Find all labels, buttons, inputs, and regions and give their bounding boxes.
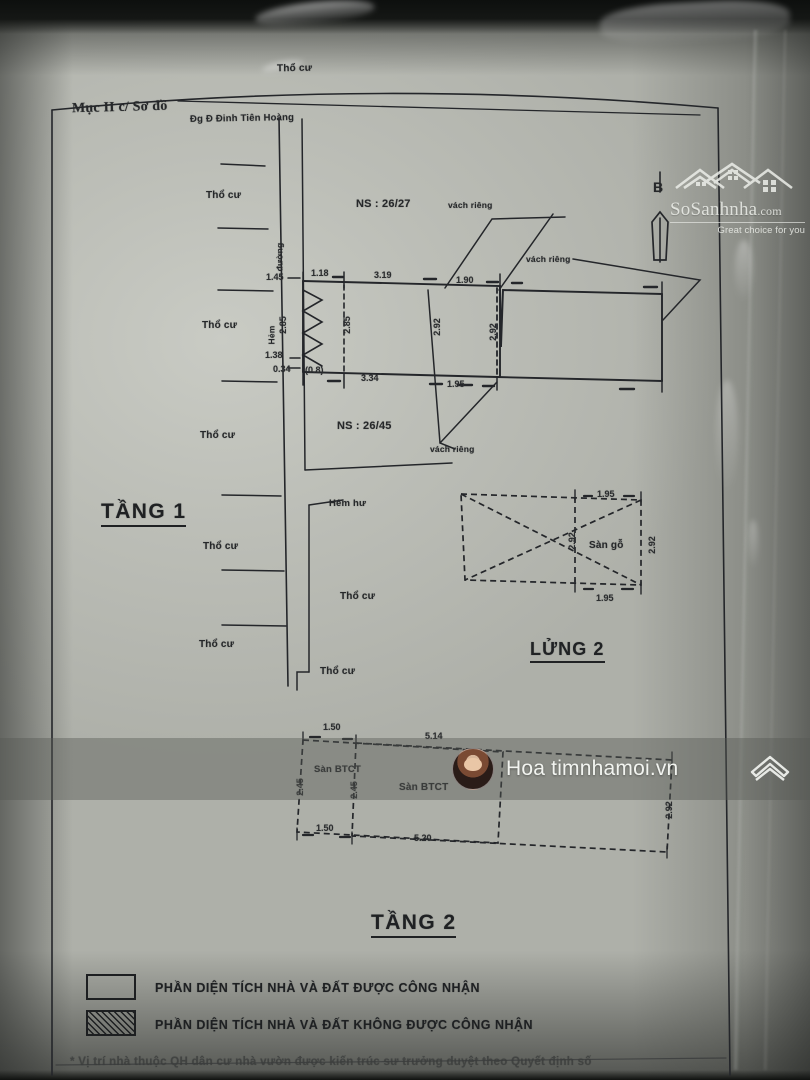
legend-swatch-recognized	[86, 974, 136, 1000]
legend-text-recognized: PHẦN DIỆN TÍCH NHÀ VÀ ĐẤT ĐƯỢC CÔNG NHẬN	[155, 981, 481, 995]
dim-mezz-right: 2.92	[646, 536, 657, 554]
land-label-3: Thổ cư	[200, 430, 236, 441]
dim-right-vertical: 2.92	[487, 323, 498, 341]
dim-mezz-bottom: 1.95	[596, 593, 614, 603]
dim-left-2: 2.85	[277, 316, 288, 334]
road-vertical-label: đường	[274, 242, 285, 272]
road-top-land-label: Thổ cư	[276, 62, 313, 75]
land-label-1: Thổ cư	[206, 190, 242, 201]
house-number-top: NS : 26/27	[356, 198, 411, 210]
legend-swatch-unrecognized	[86, 1010, 136, 1036]
top-dark-edge	[0, 0, 810, 34]
dim-bottom-2: 1.95	[447, 379, 465, 389]
street-label: Đg Đ Đinh Tiên Hoàng	[189, 112, 295, 125]
land-label-6: Thổ cư	[340, 591, 376, 602]
floor2-label-1: Sàn BTCT	[314, 764, 361, 775]
dim-left-1: 1.45	[266, 272, 284, 282]
land-label-4: Thổ cư	[203, 541, 239, 552]
wall-label-1: vách riêng	[448, 200, 493, 210]
dim-f2-left: 2.45	[294, 778, 305, 796]
dim-mezz-left: 2.92	[566, 532, 577, 550]
dim-f2-mid: 2.45	[348, 781, 359, 799]
dim-f2-top-1: 1.50	[323, 722, 341, 732]
bottom-dark-edge	[0, 1070, 810, 1080]
land-label-7: Thổ cư	[320, 666, 356, 677]
wall-label-2: vách riêng	[526, 254, 571, 264]
section-label: Mục II c/ Sơ đồ	[71, 98, 168, 117]
legend-text-unrecognized: PHẦN DIỆN TÍCH NHÀ VÀ ĐẤT KHÔNG ĐƯỢC CÔN…	[155, 1018, 534, 1032]
dim-bottomleft-1: 0.34	[273, 364, 291, 374]
land-label-5: Thổ cư	[199, 639, 235, 650]
dim-top-2: 3.19	[374, 270, 392, 280]
land-label-2: Thổ cư	[202, 320, 238, 331]
alley-label: Hẻm hư	[329, 498, 367, 509]
dim-bottom-1: 3.34	[361, 373, 379, 383]
dim-bottomleft-2: (0.8)	[305, 365, 324, 375]
mezzanine-floor-label: Sàn gỗ	[589, 540, 624, 551]
house-number-bottom: NS : 26/45	[337, 420, 392, 432]
north-marker: B	[653, 179, 664, 195]
dim-f2-right: 2.92	[663, 801, 674, 819]
dim-left-3: 1.38	[265, 350, 283, 360]
dim-top-1: 1.18	[311, 268, 329, 278]
floor2-title: TẦNG 2	[371, 911, 457, 938]
floor2-label-2: Sàn BTCT	[399, 782, 449, 793]
wall-label-3: vách riêng	[430, 444, 475, 454]
dim-f2-bot-2: 5.20	[414, 833, 432, 843]
dim-inner-2: 2.92	[431, 318, 442, 336]
dim-f2-top-2: 5.14	[425, 731, 443, 741]
mezzanine-title: LỬNG 2	[530, 639, 605, 663]
floor1-title: TẦNG 1	[101, 500, 187, 527]
dim-mezz-top: 1.95	[597, 489, 615, 499]
dim-f2-bot-1: 1.50	[316, 823, 334, 833]
legend-footnote: * Vị trí nhà thuộc QH dân cư nhà vườn đư…	[70, 1056, 592, 1068]
dim-inner-1: 2.85	[341, 316, 352, 334]
alley-vertical-label: Hẻm	[266, 325, 277, 345]
dim-top-3: 1.90	[456, 275, 474, 285]
